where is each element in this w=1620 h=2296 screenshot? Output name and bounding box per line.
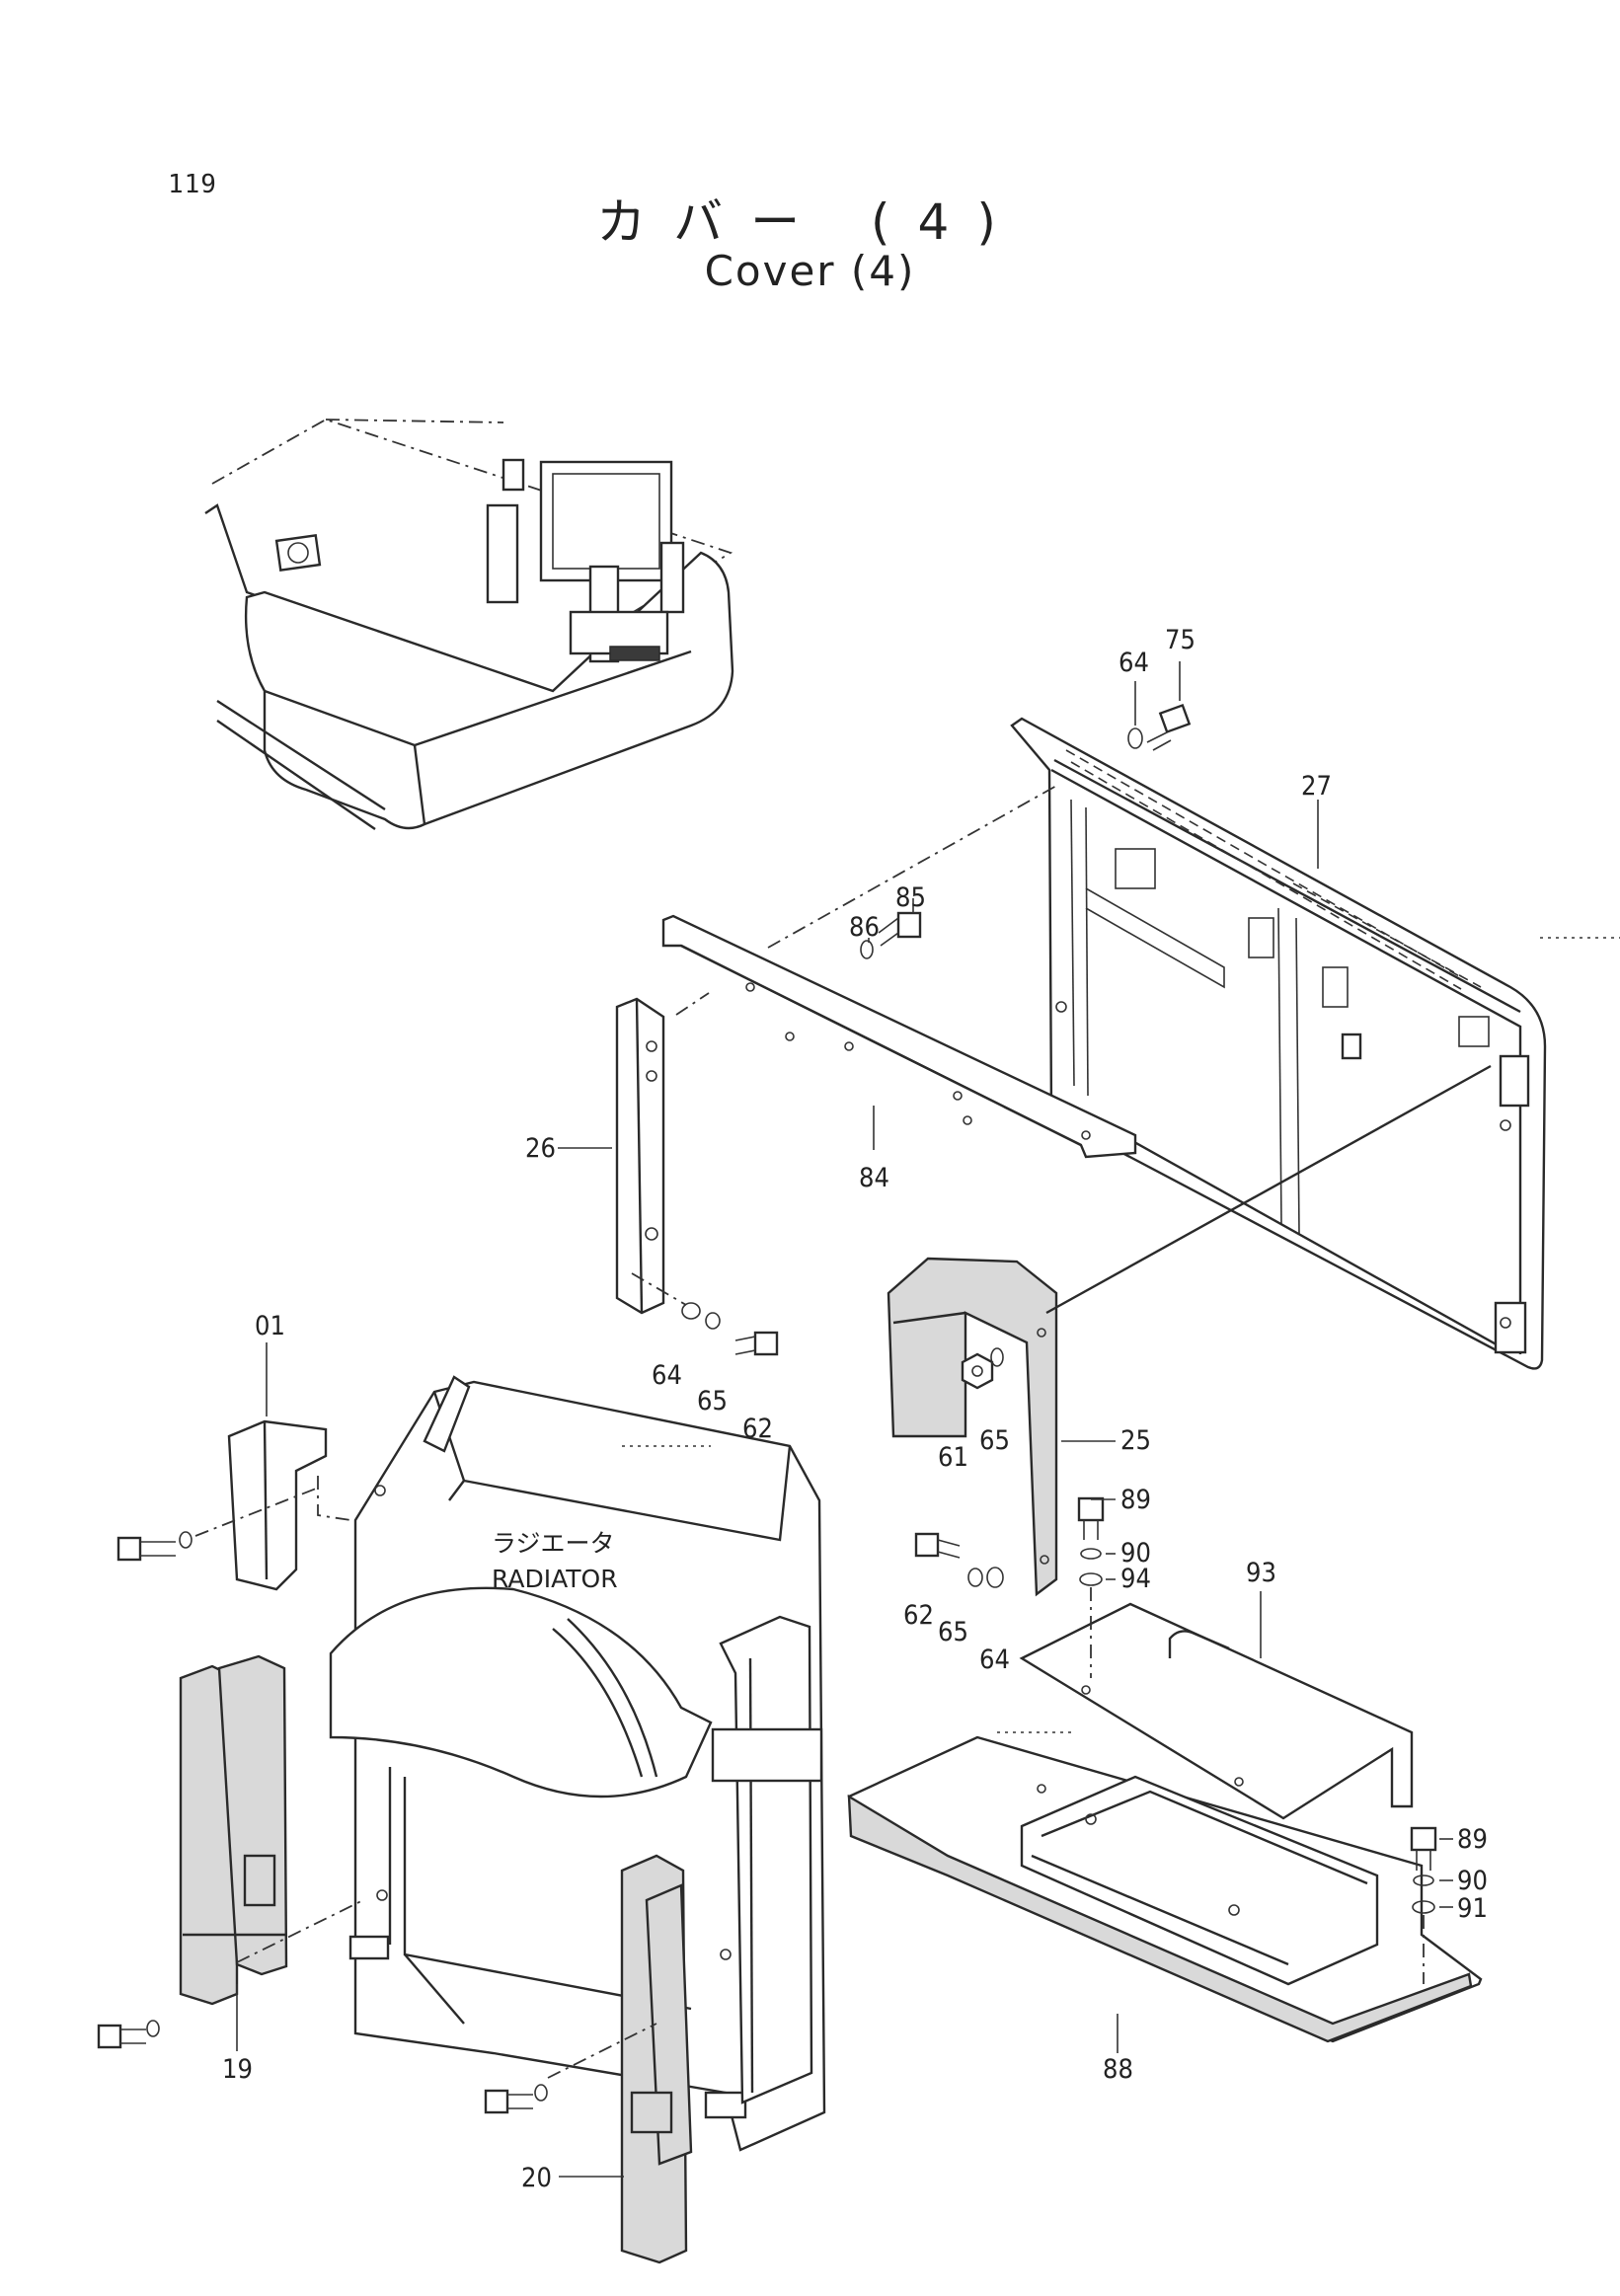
callout-01: 01: [255, 1311, 285, 1341]
callout-61: 61: [938, 1442, 968, 1473]
washer-86: [860, 940, 874, 959]
washer-64-mid: [681, 1302, 701, 1320]
washer-90-lower: [1413, 1875, 1434, 1886]
washer-91: [1412, 1900, 1435, 1914]
part-93-plate: [1019, 1602, 1414, 1820]
page-number: 119: [168, 170, 217, 199]
callout-89-upper: 89: [1120, 1485, 1151, 1515]
washer-65-lower: [967, 1568, 983, 1587]
radiator-assembly: ラジエータ RADIATOR: [329, 1375, 826, 2152]
overview-radiator-assembly: [486, 458, 685, 663]
callouts: 75 64 27 86 85 26 84 01 64 65 62 61 65 2…: [222, 625, 1488, 2193]
callout-64-mid: 64: [652, 1360, 682, 1391]
callout-20: 20: [521, 2163, 552, 2193]
bolt-89-lower: [1410, 1826, 1437, 1871]
washer-64-top: [1127, 727, 1143, 749]
part-88-tray: [847, 1731, 1483, 2043]
bolt-19: [97, 2020, 160, 2049]
radiator-label-jp: ラジエータ: [492, 1529, 615, 1558]
callout-91: 91: [1457, 1893, 1488, 1924]
bolt-01: [116, 1531, 193, 1562]
callout-86: 86: [849, 912, 880, 943]
part-26-stay: [615, 997, 687, 1315]
panel-slots: [1065, 749, 1482, 990]
washer-94: [1079, 1572, 1103, 1586]
part-27-cover-panel: [1010, 717, 1620, 1370]
callout-90-lower: 90: [1457, 1866, 1488, 1896]
callout-75: 75: [1165, 625, 1196, 655]
callout-27: 27: [1301, 771, 1332, 802]
callout-26: 26: [525, 1133, 556, 1164]
part-84-bracket: [661, 784, 1137, 1159]
callout-90-upper: 90: [1120, 1538, 1151, 1569]
washer-65-mid: [705, 1312, 721, 1330]
bolt-62-lower: [914, 1532, 961, 1559]
callout-25: 25: [1120, 1425, 1151, 1456]
bolt-20: [484, 2084, 548, 2114]
washer-90-upper: [1080, 1548, 1102, 1560]
panel-vent-holes: [1115, 848, 1490, 1047]
radiator-label-en: RADIATOR: [492, 1565, 618, 1593]
callout-19: 19: [222, 2054, 253, 2085]
part-19-foam-seal: [179, 1654, 364, 2006]
bolt-85: [878, 911, 922, 947]
nut-61: [961, 1352, 994, 1390]
callout-62-lower: 62: [903, 1600, 934, 1631]
page-title-jp: カバー (4): [596, 193, 1024, 251]
part-01-cover: [194, 1419, 351, 1591]
part-20-foam-seal: [547, 1854, 693, 2264]
callout-94: 94: [1120, 1564, 1151, 1594]
callout-88: 88: [1103, 2054, 1133, 2085]
bolt-89-upper: [1077, 1496, 1105, 1540]
leader-lines: [236, 661, 1453, 2178]
callout-64-top: 64: [1119, 648, 1149, 678]
callout-85: 85: [895, 882, 926, 913]
washer-64-lower: [986, 1567, 1004, 1588]
callout-65-upper: 65: [979, 1425, 1010, 1456]
callout-89-lower: 89: [1457, 1824, 1488, 1855]
callout-65-lower: 65: [938, 1617, 968, 1647]
bolt-75: [1146, 703, 1192, 751]
machine-overview: [204, 419, 734, 830]
part-25-bracket: [887, 1064, 1492, 1597]
callout-84: 84: [859, 1163, 889, 1193]
radiator-side-guard: [711, 1615, 823, 2105]
callout-62-mid: 62: [742, 1414, 773, 1444]
bolt-62-mid: [734, 1331, 779, 1356]
callout-93: 93: [1246, 1558, 1276, 1588]
callout-65-mid: 65: [697, 1386, 728, 1416]
washer-65-upper: [990, 1347, 1004, 1367]
callout-64-lower: 64: [979, 1645, 1010, 1675]
page-title-en: Cover (4): [704, 247, 916, 295]
